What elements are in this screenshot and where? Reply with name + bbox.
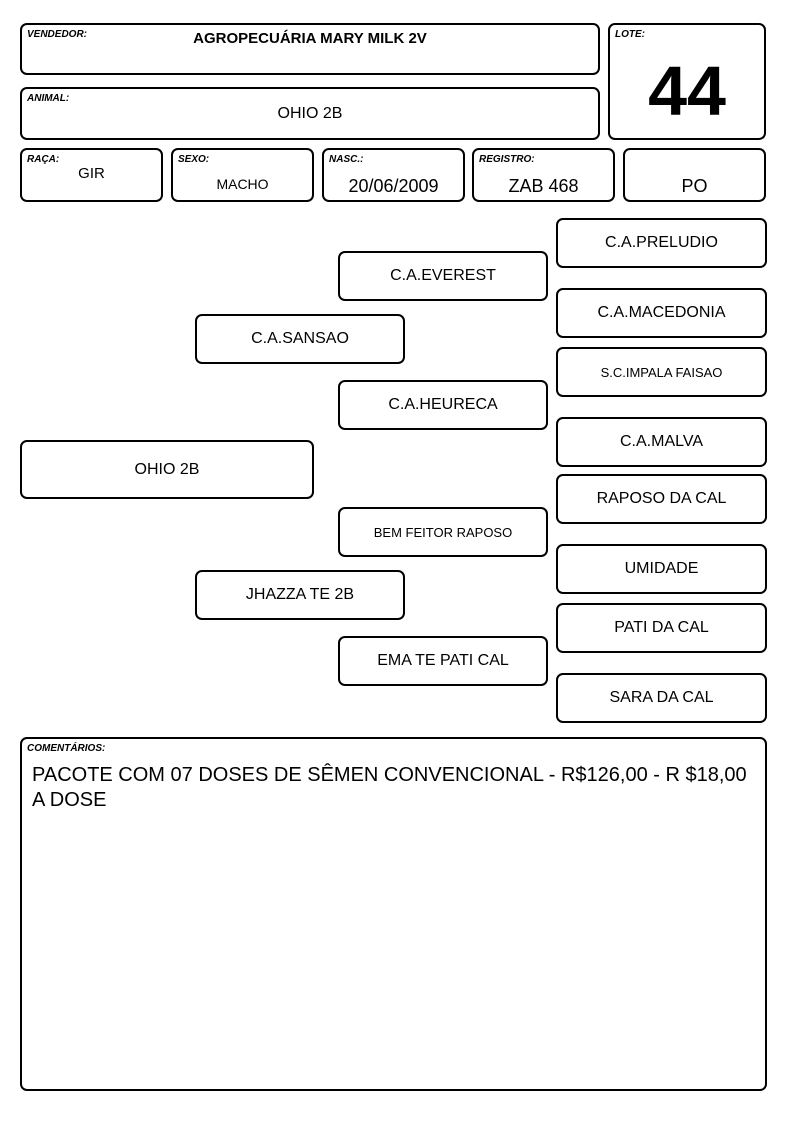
registro-box: REGISTRO: ZAB 468 (472, 148, 615, 202)
lote-label: LOTE: (615, 29, 645, 40)
pedigree-ggp-4: C.A.MALVA (556, 417, 767, 467)
animal-value: OHIO 2B (277, 105, 343, 122)
pedigree-sire-dam: C.A.HEURECA (338, 380, 548, 430)
pedigree-sire: C.A.SANSAO (195, 314, 405, 364)
comments-label: COMENTÁRIOS: (27, 743, 106, 754)
categoria-box: PO (623, 148, 766, 202)
pedigree-ggp-5: RAPOSO DA CAL (556, 474, 767, 524)
animal-box: ANIMAL: OHIO 2B (20, 87, 600, 140)
animal-label: ANIMAL: (27, 93, 70, 104)
comments-box: COMENTÁRIOS: PACOTE COM 07 DOSES DE SÊME… (20, 737, 767, 1091)
pedigree-animal: OHIO 2B (20, 440, 314, 499)
pedigree-ggp-8: SARA DA CAL (556, 673, 767, 723)
pedigree-dam-sire: BEM FEITOR RAPOSO (338, 507, 548, 557)
sexo-label: SEXO: (178, 154, 210, 165)
vendedor-value: AGROPECUÁRIA MARY MILK 2V (193, 30, 427, 47)
nasc-value: 20/06/2009 (348, 176, 439, 196)
lote-box: LOTE: 44 (608, 23, 766, 140)
nasc-box: NASC.: 20/06/2009 (322, 148, 465, 202)
pedigree-dam-dam: EMA TE PATI CAL (338, 636, 548, 686)
pedigree-ggp-2: C.A.MACEDONIA (556, 288, 767, 338)
vendedor-box: VENDEDOR: AGROPECUÁRIA MARY MILK 2V (20, 23, 600, 75)
nasc-label: NASC.: (329, 154, 364, 165)
categoria-value: PO (681, 176, 708, 196)
pedigree-ggp-6: UMIDADE (556, 544, 767, 594)
lote-number: 44 (648, 52, 726, 130)
pedigree-ggp-7: PATI DA CAL (556, 603, 767, 653)
pedigree-dam: JHAZZA TE 2B (195, 570, 405, 620)
raca-value: GIR (78, 165, 105, 182)
pedigree-ggp-3: S.C.IMPALA FAISAO (556, 347, 767, 397)
raca-box: RAÇA: GIR (20, 148, 163, 202)
sexo-value: MACHO (216, 176, 269, 192)
registro-label: REGISTRO: (479, 154, 535, 165)
pedigree-ggp-1: C.A.PRELUDIO (556, 218, 767, 268)
vendedor-label: VENDEDOR: (27, 29, 88, 40)
raca-label: RAÇA: (27, 154, 60, 165)
comments-text: PACOTE COM 07 DOSES DE SÊMEN CONVENCIONA… (32, 764, 747, 811)
pedigree-sire-sire: C.A.EVEREST (338, 251, 548, 301)
sexo-box: SEXO: MACHO (171, 148, 314, 202)
registro-value: ZAB 468 (508, 176, 579, 196)
